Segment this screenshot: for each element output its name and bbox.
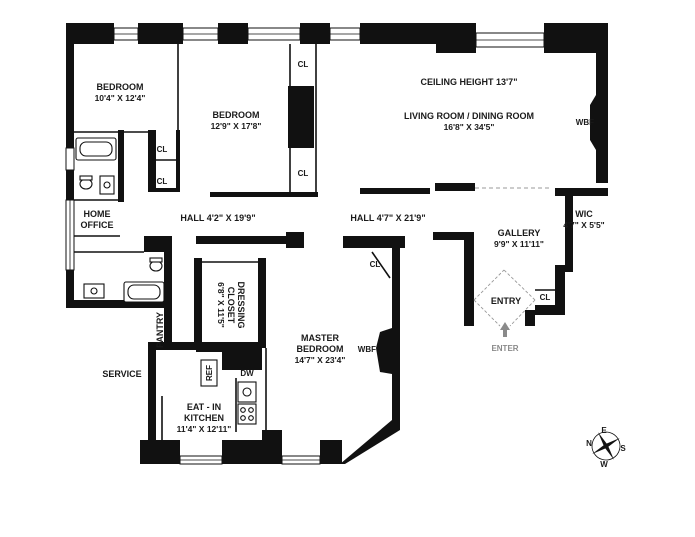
master-line2: BEDROOM: [297, 344, 344, 354]
compass-south: S: [620, 444, 626, 453]
closet-label-bedroom2-upper: CL: [298, 60, 309, 69]
closet-label-master: CL: [370, 260, 381, 269]
gallery-dims: 9'9" X 11'11": [494, 239, 544, 249]
dressing-closet-line1: DRESSING: [236, 281, 246, 328]
refrigerator-label: REF: [205, 365, 214, 381]
closet-label-bedroom2-lower: CL: [298, 169, 309, 178]
compass-east: E: [601, 426, 607, 435]
toilet-lower: [149, 257, 163, 272]
kitchen-counter: [161, 378, 237, 440]
dressing-closet-line2: CLOSET: [226, 287, 236, 324]
stove: [237, 403, 257, 425]
master-line1: MASTER: [301, 333, 340, 343]
wic-dims: 4'7" X 5'5": [563, 220, 604, 230]
home-office-line1: HOME: [84, 209, 111, 219]
refrigerator-box: [200, 359, 218, 387]
compass-icon: [591, 431, 621, 461]
dishwasher-label: DW: [240, 369, 254, 378]
service-label: SERVICE: [102, 369, 141, 379]
wic-name: WIC: [575, 209, 593, 219]
master-dims: 14'7" X 23'4": [295, 355, 346, 365]
enter-label: ENTER: [491, 344, 518, 353]
kitchen-dims: 11'4" X 12'11": [177, 424, 232, 434]
bedroom2-dims: 12'9" X 17'8": [211, 121, 262, 131]
closet-label-bedroom1-lower: CL: [157, 177, 168, 186]
entry-label: ENTRY: [491, 296, 521, 306]
sink-upper: [99, 175, 115, 195]
hall1-label: HALL 4'2" X 19'9": [180, 213, 255, 223]
closet-label-entry: CL: [540, 293, 551, 302]
bedroom2-name: BEDROOM: [213, 110, 260, 120]
bedroom1-dims: 10'4" X 12'4": [95, 93, 146, 103]
kitchen-line2: KITCHEN: [184, 413, 224, 423]
hall2-label: HALL 4'7" X 21'9": [350, 213, 425, 223]
home-office-line2: OFFICE: [81, 220, 114, 230]
windows: [65, 27, 545, 465]
bathtub-upper: [75, 137, 117, 161]
bedroom1-name: BEDROOM: [97, 82, 144, 92]
toilet-upper: [79, 175, 93, 190]
gallery-name: GALLERY: [498, 228, 541, 238]
interior-walls: [74, 44, 606, 430]
kitchen-sink: [237, 381, 257, 403]
bathtub-lower: [123, 281, 165, 303]
fireplace-label-living: WBF: [576, 118, 594, 127]
sink-lower: [83, 283, 105, 299]
living-room-name: LIVING ROOM / DINING ROOM: [404, 111, 534, 121]
kitchen-line1: EAT - IN: [187, 402, 221, 412]
fireplace-label-master: WBF: [358, 345, 376, 354]
enter-arrow-icon: [500, 322, 510, 337]
living-room-dims: 16'8" X 34'5": [444, 122, 495, 132]
dressing-closet-dims: 6'8" X 11'5": [216, 282, 226, 328]
ceiling-height: CEILING HEIGHT 13'7": [421, 77, 518, 87]
compass-west: W: [600, 460, 608, 469]
compass-north: N: [586, 439, 592, 448]
closet-label-bedroom1-upper: CL: [157, 145, 168, 154]
pantry-label: PANTRY: [155, 312, 165, 348]
